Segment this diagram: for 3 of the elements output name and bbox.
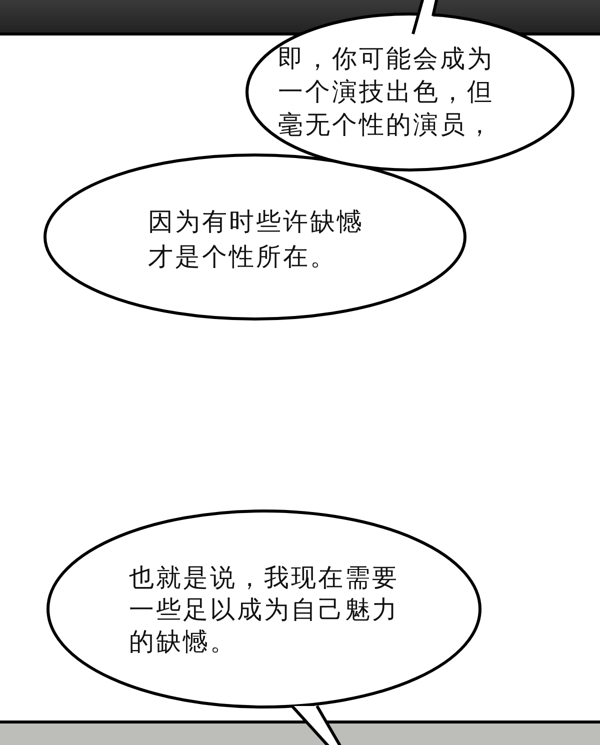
dialogue-text: 即，你可能会成为一个演技出色，但毫无个性的演员， bbox=[278, 43, 495, 141]
dialogue-text: 也就是说，我现在需要一些足以成为自己魅力的缺憾。 bbox=[129, 562, 400, 658]
dialogue-text: 因为有时些许缺憾才是个性所在。 bbox=[148, 206, 365, 273]
